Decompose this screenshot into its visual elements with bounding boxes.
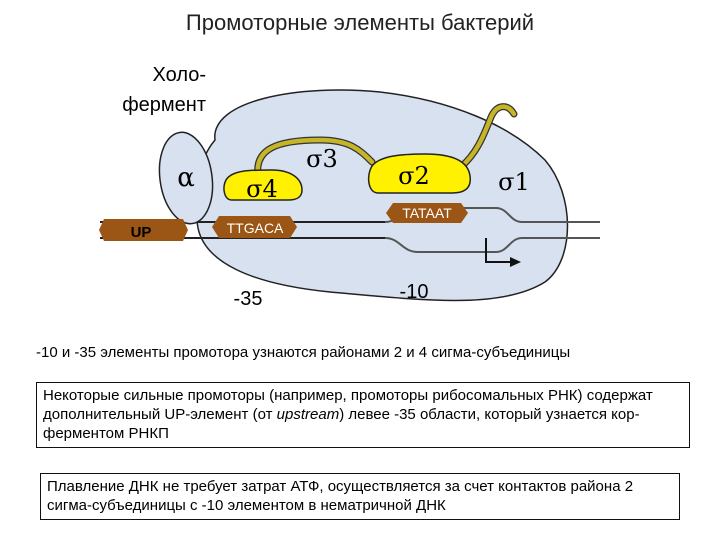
- sigma3-label: σ3: [306, 145, 338, 173]
- transcription-start-arrow: [485, 238, 521, 267]
- tataat-label: TATAAT: [402, 205, 452, 221]
- sigma4-domain: [223, 169, 303, 201]
- up-box-italic: upstream: [276, 406, 340, 423]
- page-title: Промоторные элементы бактерий: [185, 10, 535, 35]
- sigma2-label: σ2: [398, 162, 430, 190]
- melting-box-text: Плавление ДНК не требует затрат АТФ, осу…: [47, 478, 634, 514]
- holoenzyme-label: Холо- фермент: [122, 64, 206, 116]
- up-element: [99, 219, 188, 241]
- caption-up-element-box: Некоторые сильные промоторы (например, п…: [36, 382, 690, 448]
- up-box-text-end: ) левее -35 области, который узнается ко…: [43, 406, 640, 442]
- sigma1-label: σ1: [498, 168, 530, 196]
- promoter-diagram: α UP TTGACA TATAAT σ4 σ3 σ2 σ1 -35 -10: [99, 89, 600, 310]
- alpha-label: α: [177, 163, 195, 193]
- minus35-label: -35: [234, 288, 263, 310]
- caption-recognition: -10 и -35 элементы промотора узнаются ра…: [36, 344, 571, 361]
- sigma4-label: σ4: [246, 175, 278, 203]
- minus10-label: -10: [400, 281, 429, 303]
- up-box-text-start: Некоторые сильные промоторы (например, п…: [43, 387, 653, 423]
- sigma-linkers: [254, 103, 518, 179]
- caption-melting-box: Плавление ДНК не требует затрат АТФ, осу…: [40, 473, 680, 520]
- up-label: UP: [131, 224, 152, 241]
- ttgaca-element: [212, 216, 297, 238]
- tataat-element: [386, 203, 468, 223]
- alpha-subunit: [158, 131, 214, 225]
- sigma2-domain: [367, 153, 471, 194]
- ttgaca-label: TTGACA: [227, 220, 284, 236]
